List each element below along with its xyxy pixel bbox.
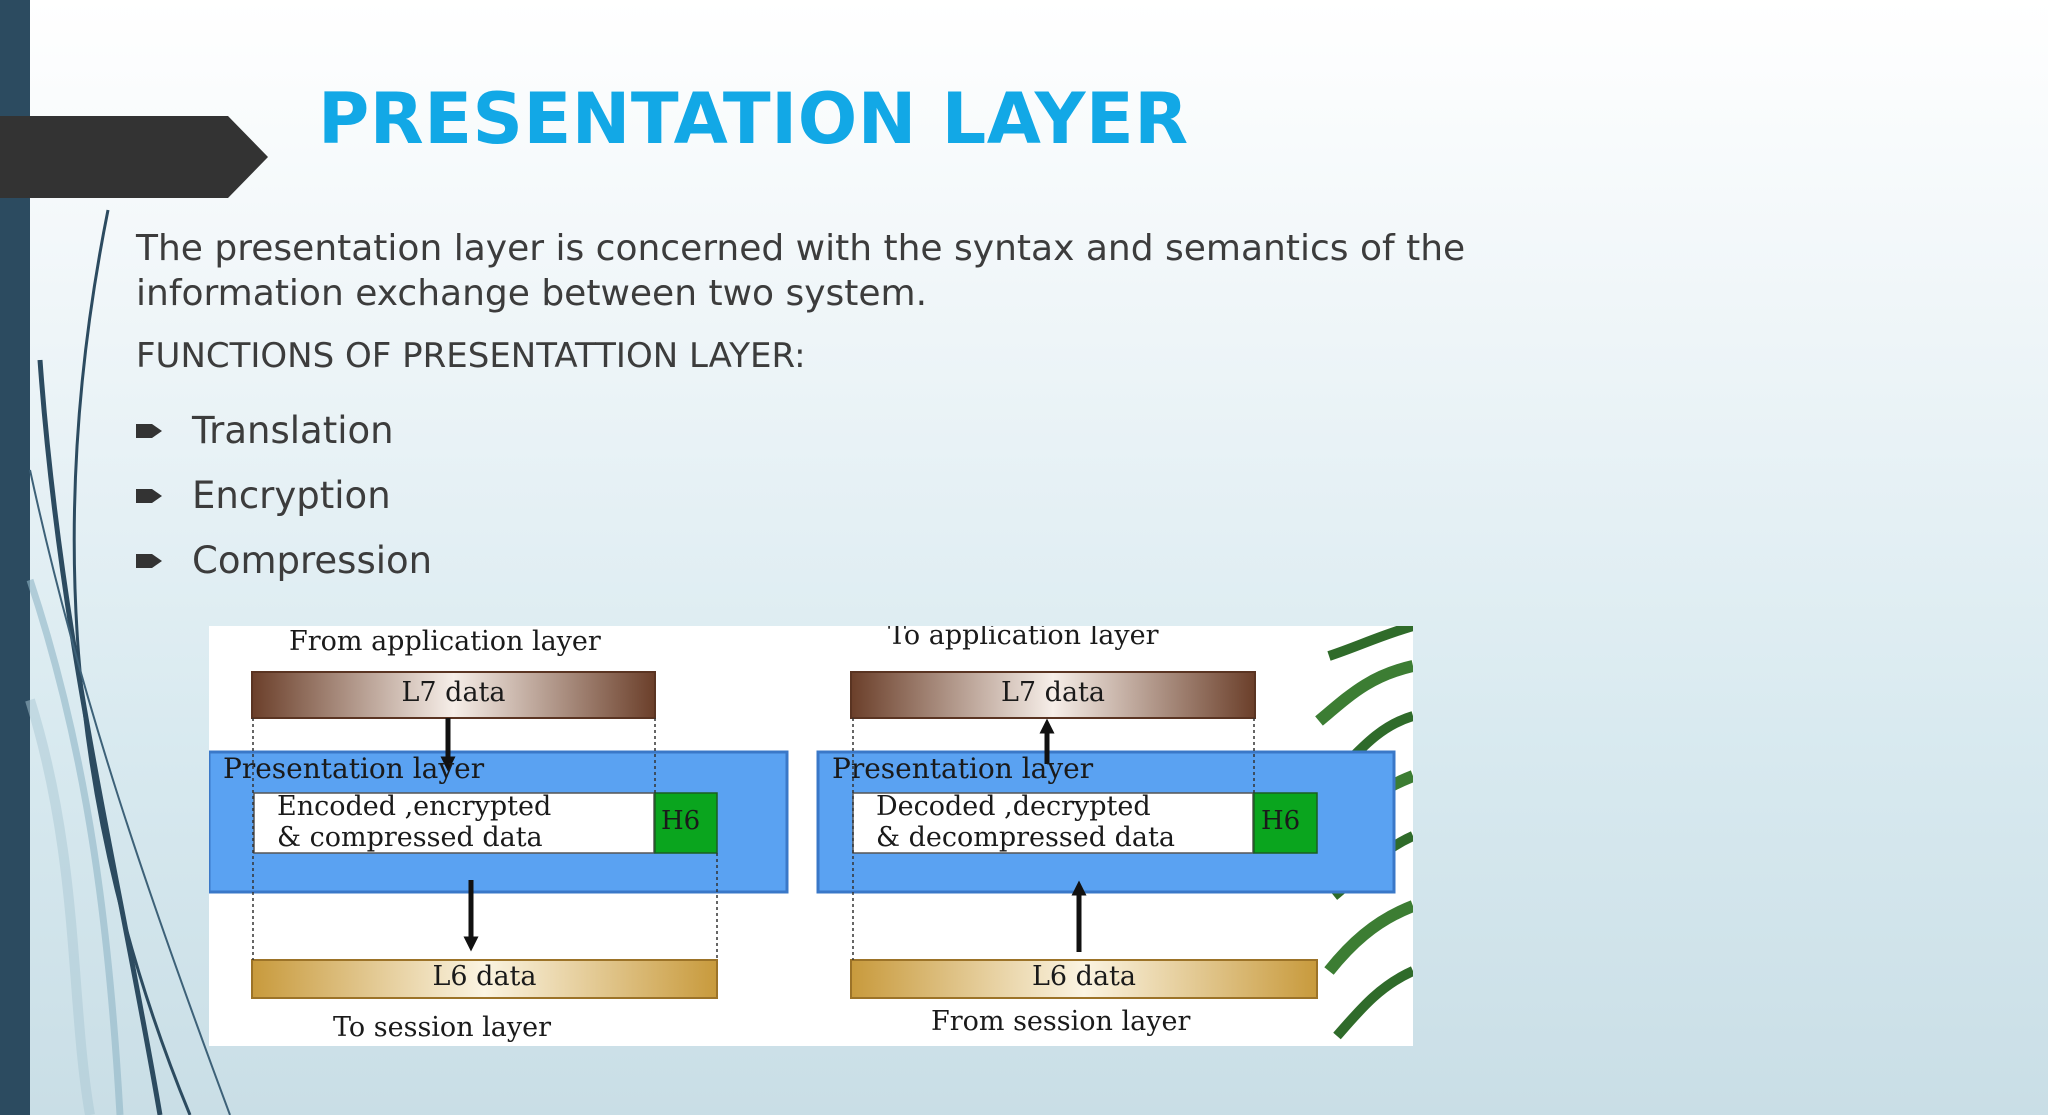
left-box-line2: & compressed data <box>277 822 543 853</box>
decorative-curves <box>25 209 231 1115</box>
right-arrow-bullet-icon <box>136 553 162 568</box>
intro-paragraph: The presentation layer is concerned with… <box>136 228 1466 314</box>
right-top-caption: To application layer <box>888 626 1159 651</box>
right-h6-header: H6 <box>1261 806 1301 836</box>
left-box-line1: Encoded ,encrypted <box>277 791 552 822</box>
bullet-item: Encryption <box>136 463 432 528</box>
right-arrow-bullet-icon <box>136 423 162 438</box>
slide-title: PRESENTATION LAYER <box>318 78 1189 160</box>
bullet-text: Translation <box>192 409 394 452</box>
bullet-item: Compression <box>136 528 432 593</box>
right-l6-bar-label: L6 data <box>1031 961 1137 992</box>
right-layer-label: Presentation layer <box>832 752 1094 785</box>
bullet-text: Compression <box>192 539 433 582</box>
right-box-line1: Decoded ,decrypted <box>876 791 1151 822</box>
left-bottom-caption: To session layer <box>333 1012 552 1043</box>
right-box-line2: & decompressed data <box>876 822 1175 853</box>
left-l7-bar-label: L7 data <box>401 677 506 708</box>
bullet-text: Encryption <box>192 474 391 517</box>
presentation-layer-diagram: From application layer L7 data Presentat… <box>209 626 1413 1046</box>
left-l6-bar-label: L6 data <box>432 961 537 992</box>
functions-heading: FUNCTIONS OF PRESENTATTION LAYER: <box>136 336 806 376</box>
right-arrow-bullet-icon <box>136 488 162 503</box>
right-bottom-caption: From session layer <box>931 1006 1191 1037</box>
left-layer-label: Presentation layer <box>223 752 485 785</box>
diagram-shapes <box>209 626 1413 1040</box>
left-top-caption: From application layer <box>289 626 601 657</box>
title-tab-arrow <box>0 116 268 198</box>
bullet-list: Translation Encryption Compression <box>136 398 432 593</box>
bullet-item: Translation <box>136 398 432 463</box>
right-l7-bar-label: L7 data <box>1000 677 1106 708</box>
left-h6-header: H6 <box>661 806 701 836</box>
